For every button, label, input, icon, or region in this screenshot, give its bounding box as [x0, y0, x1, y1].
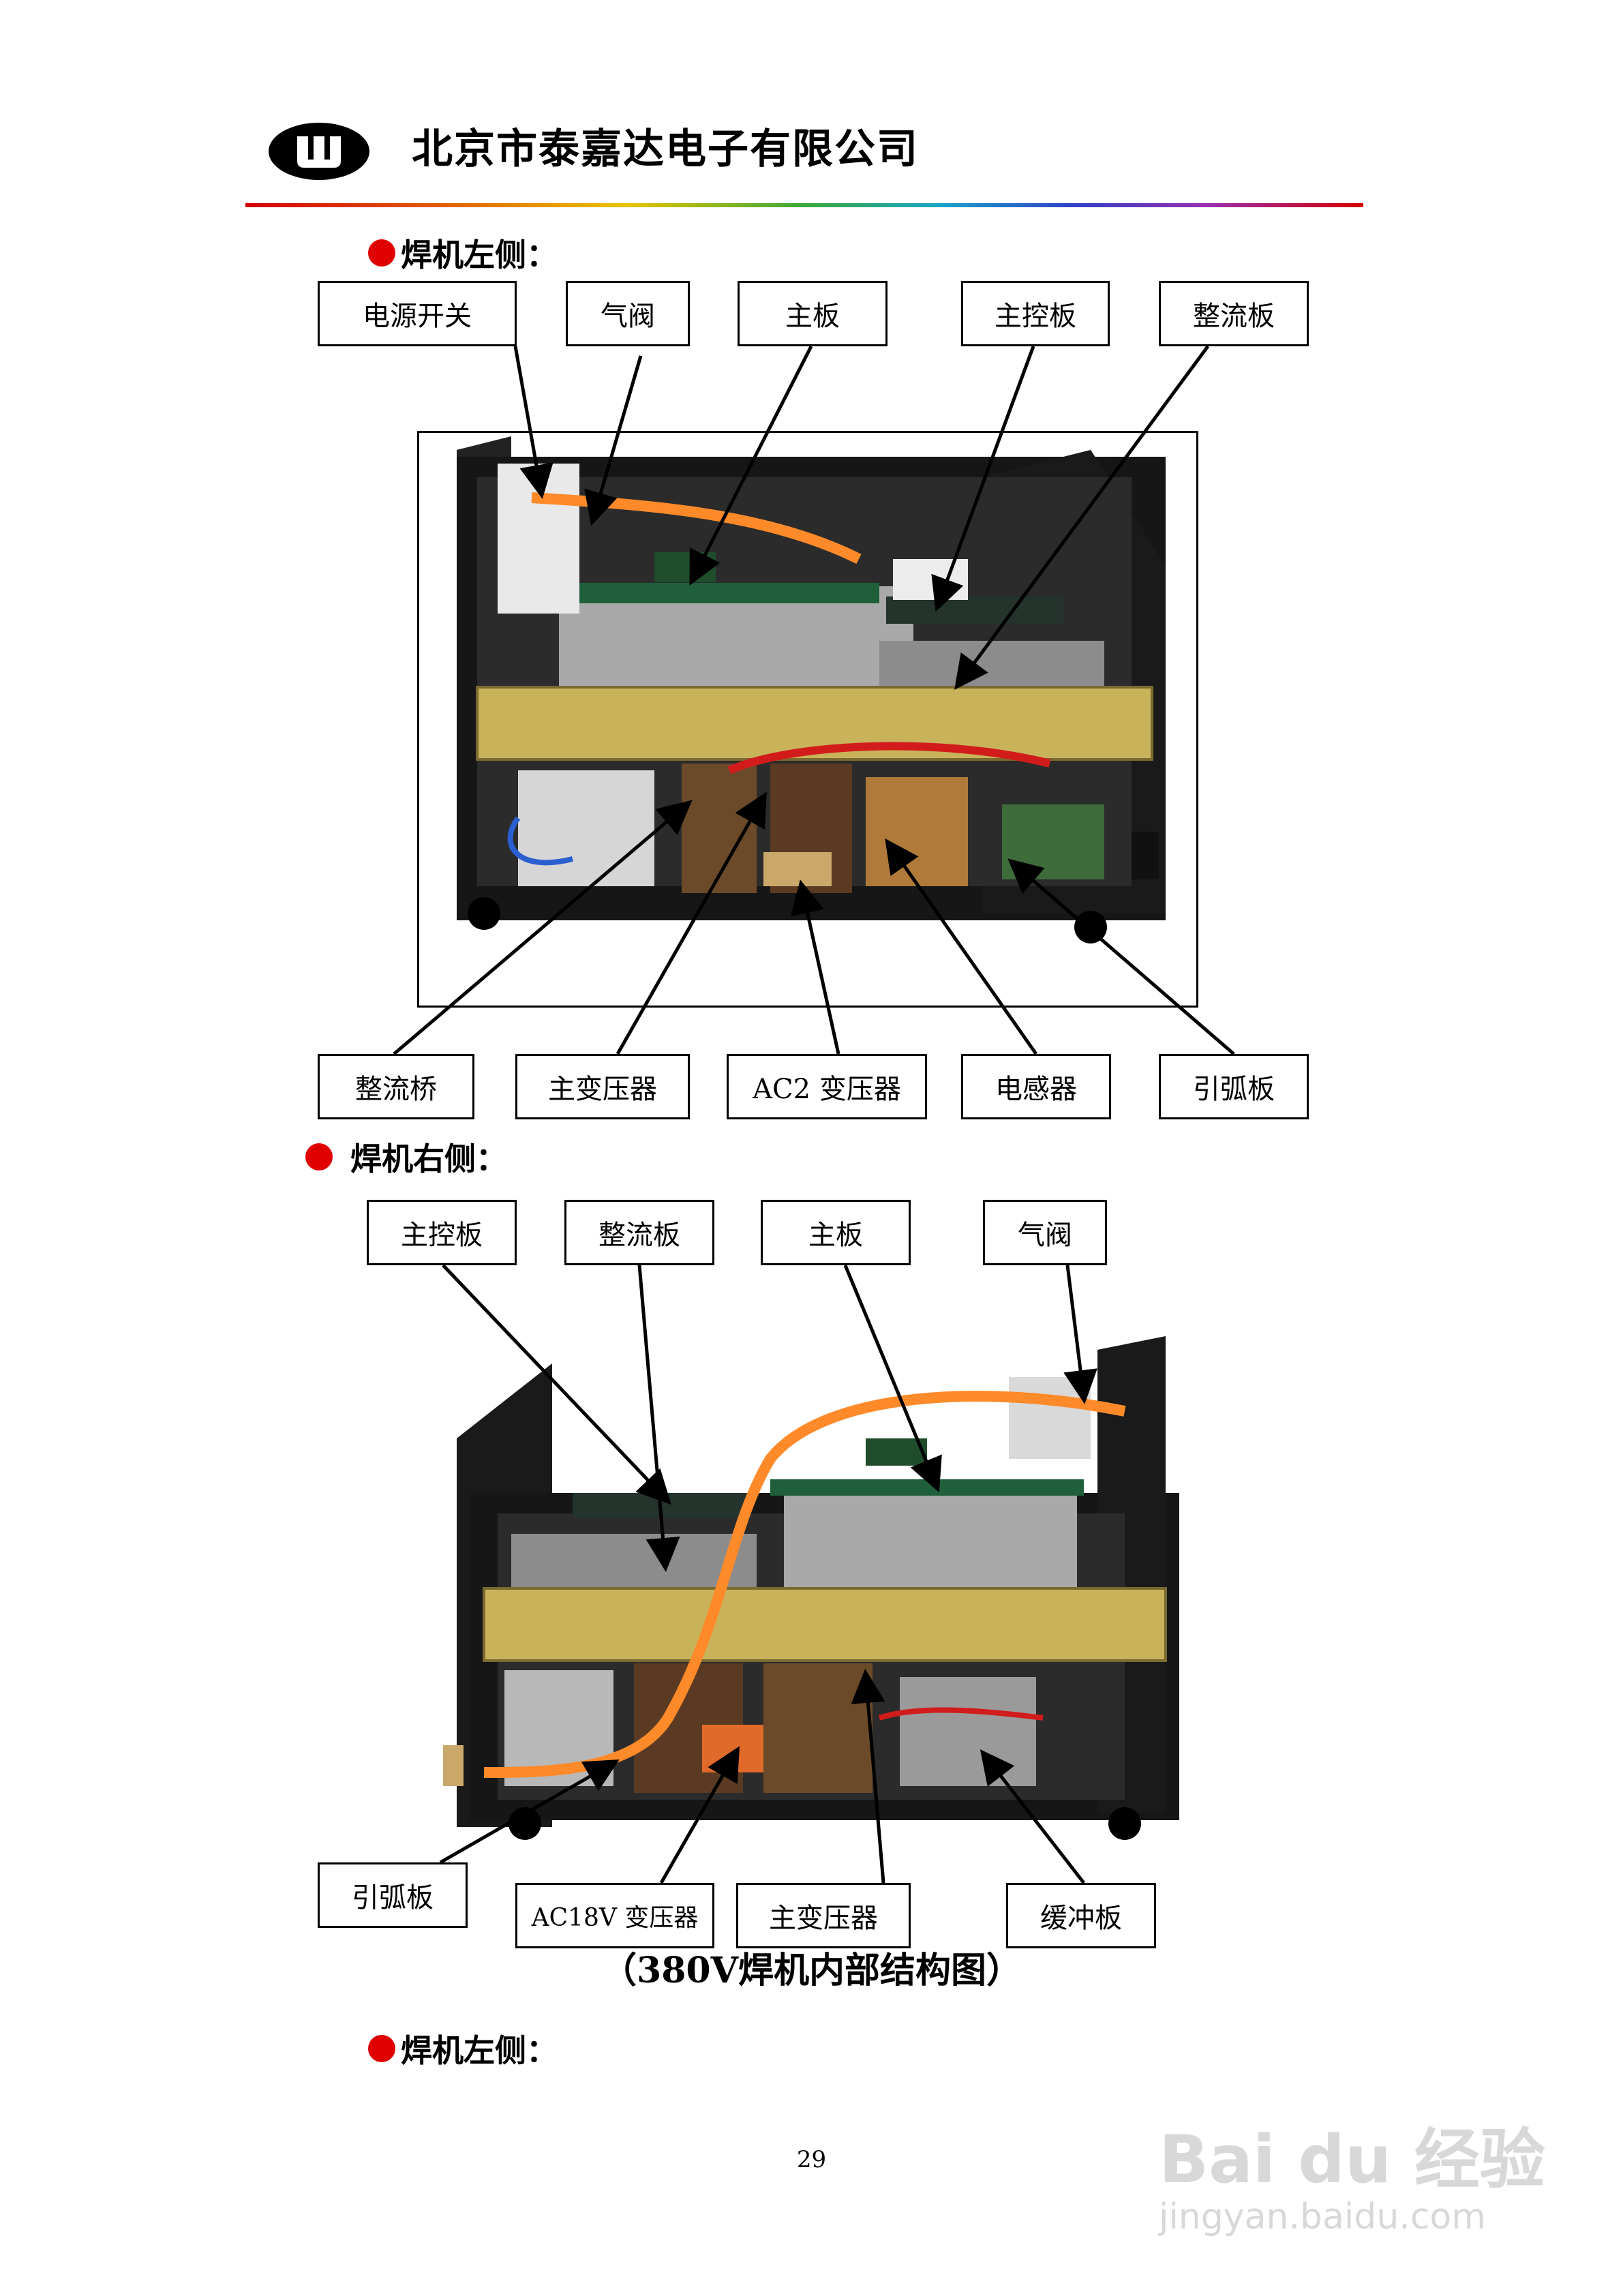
welder-left-side-photo	[457, 436, 1166, 943]
label-main-board: 主板	[738, 281, 888, 346]
section-heading-left-text: 焊机左侧：	[401, 237, 558, 273]
section-heading-left: 焊机左侧：	[368, 230, 558, 275]
label-main-control-board-right: 主控板	[367, 1200, 517, 1265]
bullet-dot	[368, 239, 395, 267]
label-inductor: 电感器	[961, 1054, 1111, 1119]
label-arc-starter-board-right: 引弧板	[318, 1862, 468, 1928]
section-heading-right: 焊机右侧：	[305, 1134, 507, 1179]
label-rectifier-board-right: 整流板	[564, 1200, 714, 1265]
figure-caption: （380V焊机内部结构图）	[601, 1950, 1022, 1991]
watermark-brand: Bai du 经验	[1159, 2121, 1545, 2198]
label-buffer-board: 缓冲板	[1006, 1883, 1156, 1948]
label-gas-valve-right: 气阀	[983, 1200, 1107, 1265]
section-heading-right-text: 焊机右侧：	[350, 1141, 507, 1177]
label-main-board-right: 主板	[761, 1200, 911, 1265]
header-rainbow-rule	[245, 203, 1363, 207]
label-main-transformer: 主变压器	[515, 1054, 690, 1119]
section-heading-next-text: 焊机左侧：	[401, 2032, 558, 2069]
left-photo-frame	[417, 431, 1198, 1008]
company-logo	[269, 123, 369, 180]
label-ac2-transformer: AC2 变压器	[727, 1054, 927, 1119]
label-power-switch: 电源开关	[318, 281, 517, 346]
section-heading-next: 焊机左侧：	[368, 2026, 558, 2071]
label-gas-valve: 气阀	[566, 281, 690, 346]
label-rectifier-bridge: 整流桥	[318, 1054, 474, 1119]
label-main-transformer-right: 主变压器	[736, 1883, 911, 1948]
company-name: 北京市泰嘉达电子有限公司	[412, 125, 919, 173]
page-number: 29	[796, 2146, 827, 2173]
label-rectifier-board: 整流板	[1159, 281, 1309, 346]
label-ac18v-transformer: AC18V 变压器	[515, 1883, 714, 1948]
label-arc-starter-board: 引弧板	[1159, 1054, 1309, 1119]
label-main-control-board: 主控板	[961, 281, 1110, 346]
bullet-dot	[305, 1143, 333, 1170]
watermark-url: jingyan.baidu.com	[1159, 2196, 1486, 2237]
bullet-dot	[368, 2035, 395, 2062]
